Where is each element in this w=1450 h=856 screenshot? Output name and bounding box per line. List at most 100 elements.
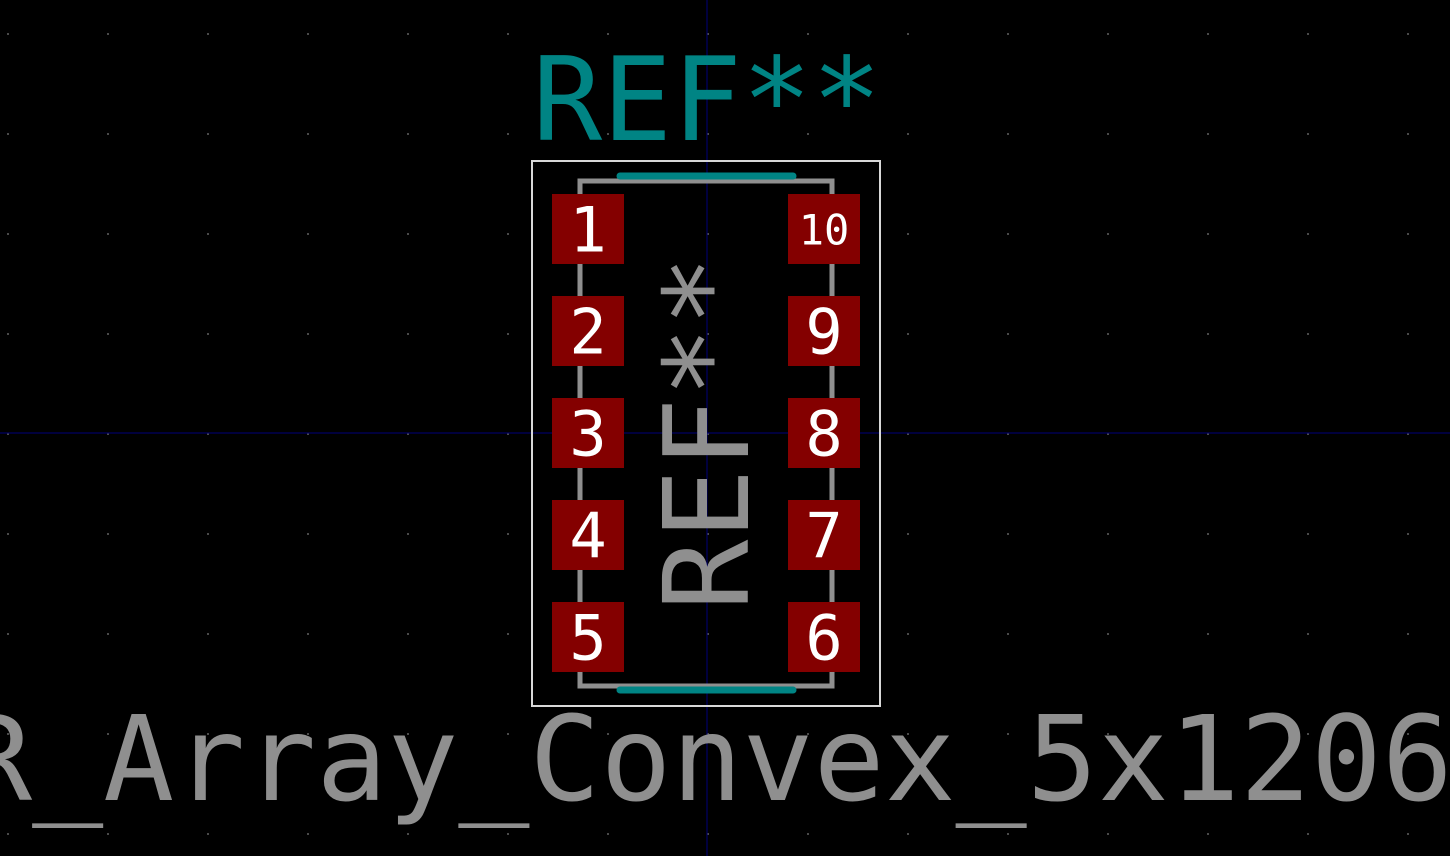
pad-number-label: 6 — [805, 602, 842, 675]
grid-dot — [1107, 233, 1109, 235]
grid-dot — [207, 333, 209, 335]
grid-dot — [1207, 533, 1209, 535]
pad-number-label: 5 — [569, 602, 606, 675]
grid-dot — [1007, 33, 1009, 35]
grid-dot — [1307, 433, 1309, 435]
pad-6[interactable]: 6 — [788, 602, 860, 675]
grid-dot — [7, 233, 9, 235]
grid-dot — [1407, 533, 1409, 535]
pad-2[interactable]: 2 — [552, 296, 624, 369]
grid-dot — [1207, 333, 1209, 335]
pad-1[interactable]: 1 — [552, 194, 624, 267]
pad-copper — [552, 194, 624, 264]
grid-dot — [507, 133, 509, 135]
grid-dot — [7, 433, 9, 435]
grid-dot — [1407, 433, 1409, 435]
pad-copper — [788, 602, 860, 672]
grid-dot — [7, 33, 9, 35]
grid-dot — [507, 833, 509, 835]
pad-number-label: 9 — [805, 296, 842, 369]
grid-dot — [207, 733, 209, 735]
grid-dot — [107, 533, 109, 535]
grid-dot — [1007, 533, 1009, 535]
grid-dot — [907, 533, 909, 535]
silkscreen-reference-text[interactable]: REF** — [532, 33, 881, 168]
pad-copper — [552, 398, 624, 468]
grid-dot — [307, 133, 309, 135]
grid-dot — [407, 633, 409, 635]
grid-dot — [407, 333, 409, 335]
grid-dot — [1107, 733, 1109, 735]
grid-dot — [107, 833, 109, 835]
pad-copper — [788, 398, 860, 468]
grid-dot — [307, 333, 309, 335]
grid-dot — [207, 533, 209, 535]
pad-8[interactable]: 8 — [788, 398, 860, 471]
grid-dot — [1307, 633, 1309, 635]
grid-dot — [807, 833, 809, 835]
grid-dot — [1207, 733, 1209, 735]
footprint-value-text[interactable]: R_Array_Convex_5x1206 — [0, 690, 1450, 828]
pad-10[interactable]: 10 — [788, 194, 860, 264]
grid-dot — [1307, 733, 1309, 735]
grid-dot — [7, 333, 9, 335]
grid-dot — [1407, 333, 1409, 335]
pad-number-label: 4 — [569, 500, 606, 573]
grid-dot — [407, 33, 409, 35]
grid-dot — [107, 633, 109, 635]
pad-9[interactable]: 9 — [788, 296, 860, 369]
grid-dot — [307, 533, 309, 535]
grid-dot — [1407, 833, 1409, 835]
grid-dot — [1207, 633, 1209, 635]
pad-5[interactable]: 5 — [552, 602, 624, 675]
pad-number-label: 1 — [569, 194, 606, 267]
grid-dot — [1207, 133, 1209, 135]
grid-dot — [1007, 433, 1009, 435]
grid-dot — [907, 133, 909, 135]
grid-dot — [907, 33, 909, 35]
grid-dot — [207, 233, 209, 235]
pad-copper — [788, 296, 860, 366]
grid-dot — [1407, 133, 1409, 135]
grid-dot — [1307, 533, 1309, 535]
grid-dot — [1207, 233, 1209, 235]
grid-dot — [407, 733, 409, 735]
grid-dot — [607, 133, 609, 135]
grid-dot — [7, 133, 9, 135]
grid-dot — [507, 333, 509, 335]
grid-dot — [1107, 633, 1109, 635]
grid-dot — [307, 33, 309, 35]
pad-4[interactable]: 4 — [552, 500, 624, 573]
pad-number-label: 2 — [569, 296, 606, 369]
courtyard-outline[interactable] — [531, 160, 881, 707]
grid-dot — [1207, 433, 1209, 435]
grid-dot — [1307, 33, 1309, 35]
fab-reference-text[interactable]: REF** — [638, 255, 776, 610]
grid-dot — [807, 733, 809, 735]
grid-dot — [807, 133, 809, 135]
grid-dot — [707, 833, 709, 835]
grid-dot — [207, 633, 209, 635]
grid-dot — [7, 533, 9, 535]
grid-dot — [1207, 33, 1209, 35]
grid-dot — [1107, 133, 1109, 135]
pad-7[interactable]: 7 — [788, 500, 860, 573]
pads-group: 1 2 3 4 5 6 7 8 9 10 — [552, 194, 860, 675]
grid-dot — [407, 233, 409, 235]
grid-dot — [107, 33, 109, 35]
grid-dot — [1407, 733, 1409, 735]
grid-dot — [907, 433, 909, 435]
grid-dot — [107, 433, 109, 435]
grid-dot — [507, 233, 509, 235]
grid-dot — [107, 733, 109, 735]
pad-3[interactable]: 3 — [552, 398, 624, 471]
grid-dot — [607, 833, 609, 835]
grid-dot — [1107, 433, 1109, 435]
grid-dot — [407, 533, 409, 535]
grid-dot — [107, 133, 109, 135]
grid-dot — [307, 833, 309, 835]
grid-dot — [707, 333, 709, 335]
grid-dot — [407, 433, 409, 435]
